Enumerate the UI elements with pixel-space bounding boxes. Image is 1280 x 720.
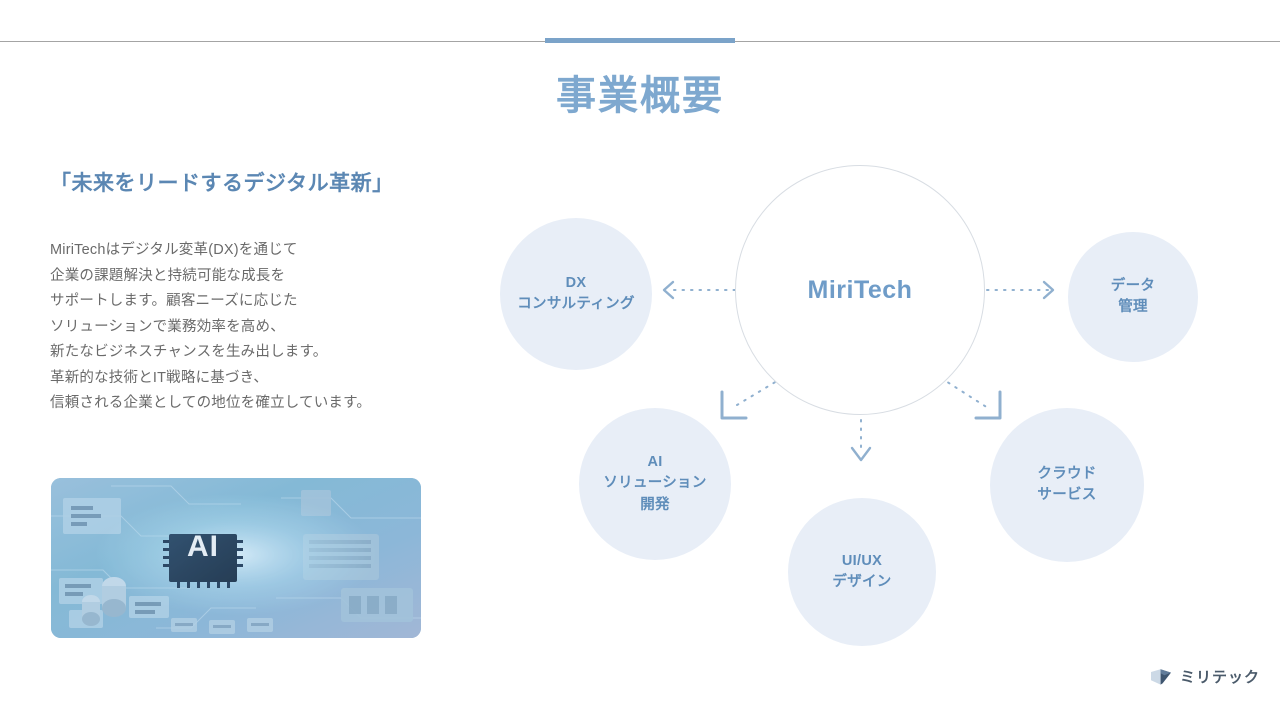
circuit-board-illustration: AI	[51, 478, 421, 638]
node-line: クラウド	[1037, 465, 1097, 482]
diagram-node-center-miritech[interactable]: MiriTech	[735, 165, 985, 415]
node-line: UI/UX	[841, 552, 883, 569]
diagram-node-label: AI ソリューション 開発	[603, 452, 706, 515]
header-accent-bar	[545, 38, 735, 43]
node-line: サービス	[1037, 487, 1097, 503]
page-title: 事業概要	[556, 74, 724, 118]
folded-book-logo-icon	[1151, 668, 1171, 685]
body-line: 信頼される企業としての地位を確立しています。	[50, 395, 372, 412]
lead-heading: 「未来をリードするデジタル革新」	[50, 172, 394, 195]
diagram-node-label: データ 管理	[1111, 276, 1155, 318]
brand-name: ミリテック	[1180, 669, 1261, 686]
connector-center-to-cloud	[940, 377, 989, 409]
diagram-node-label: クラウド サービス	[1037, 464, 1096, 506]
diagram-center-label: MiriTech	[807, 275, 913, 304]
node-line: DX	[565, 274, 587, 291]
diagram-node-label: UI/UX デザイン	[832, 551, 891, 593]
svg-text:AI: AI	[187, 530, 219, 563]
diagram-node-data-management[interactable]: データ 管理	[1068, 232, 1198, 362]
node-line: AI	[647, 454, 663, 471]
node-line: デザイン	[832, 574, 892, 590]
diagram-node-ai-solution[interactable]: AI ソリューション 開発	[579, 408, 731, 560]
body-line: サポートします。顧客ニーズに応じた	[50, 293, 298, 310]
body-line: MiriTechはデジタル変革(DX)を通じて	[50, 242, 298, 259]
diagram-node-dx-consulting[interactable]: DX コンサルティング	[500, 218, 652, 370]
body-line: 革新的な技術とIT戦略に基づき、	[50, 369, 269, 386]
arrowhead-corner-down-left	[720, 390, 748, 420]
body-line: 新たなビジネスチャンスを生み出します。	[50, 344, 328, 361]
left-content-column: 「未来をリードするデジタル革新」 MiriTechはデジタル変革(DX)を通じて…	[50, 170, 450, 417]
arrowhead-left	[662, 280, 675, 300]
diagram-connectors	[662, 280, 1055, 462]
node-line: データ	[1110, 277, 1156, 294]
body-line: ソリューションで業務効率を高め、	[50, 318, 285, 335]
diagram-node-label: DX コンサルティング	[517, 273, 635, 315]
arrowhead-down	[850, 446, 872, 462]
arrowhead-right	[1042, 280, 1055, 300]
node-line: ソリューション	[603, 475, 707, 492]
node-line: 管理	[1118, 299, 1148, 315]
node-line: 開発	[640, 496, 670, 513]
circuit-board-photo: AI	[51, 478, 421, 638]
body-paragraph: MiriTechはデジタル変革(DX)を通じて 企業の課題解決と持続可能な成長を…	[50, 198, 450, 417]
footer-brand: ミリテック	[1150, 666, 1260, 687]
business-overview-diagram: DX コンサルティング データ 管理 AI ソリューション 開発 UI/UX デ…	[460, 150, 1260, 670]
body-line: 企業の課題解決と持続可能な成長を	[50, 267, 286, 284]
arrowhead-corner-down-right	[974, 390, 1002, 420]
diagram-node-cloud-service[interactable]: クラウド サービス	[990, 408, 1144, 562]
diagram-node-uiux-design[interactable]: UI/UX デザイン	[788, 498, 936, 646]
connector-center-to-ai	[731, 377, 783, 409]
node-line: コンサルティング	[517, 296, 635, 312]
